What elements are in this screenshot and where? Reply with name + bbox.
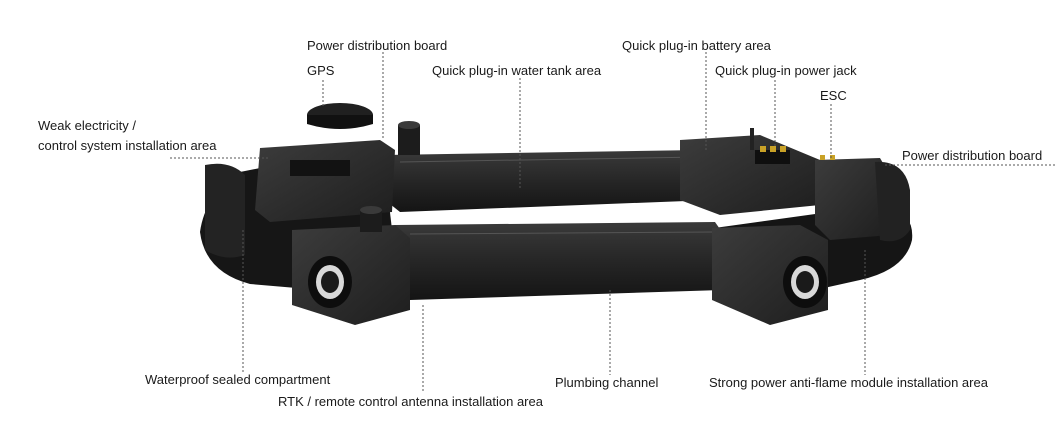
label-battery-area: Quick plug-in battery area <box>622 38 771 53</box>
label-power-distribution-board-right: Power distribution board <box>902 148 1043 163</box>
label-power-jack: Quick plug-in power jack <box>715 63 857 78</box>
front-beam <box>395 222 722 300</box>
esc-block <box>815 158 890 240</box>
label-rtk-antenna: RTK / remote control antenna installatio… <box>278 394 543 409</box>
label-esc: ESC <box>820 88 847 103</box>
leader-lines <box>170 52 1055 392</box>
label-weak-electricity-line1: Weak electricity / <box>38 118 137 133</box>
label-plumbing-channel: Plumbing channel <box>555 375 659 390</box>
left-end-cap <box>205 163 245 258</box>
label-anti-flame-module: Strong power anti-flame module installat… <box>709 375 988 390</box>
label-power-distribution-board-top: Power distribution board <box>307 38 448 53</box>
label-waterproof-compartment: Waterproof sealed compartment <box>145 372 331 387</box>
label-water-tank-area: Quick plug-in water tank area <box>432 63 602 78</box>
rear-beam <box>385 150 712 212</box>
label-gps: GPS <box>307 63 335 78</box>
label-weak-electricity-line2: control system installation area <box>38 138 217 153</box>
right-end-cap <box>875 161 910 242</box>
